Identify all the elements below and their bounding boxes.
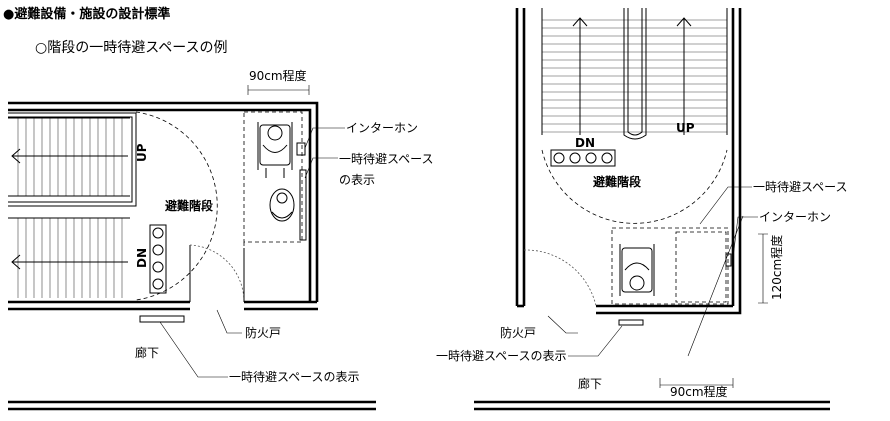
wheelchair-user-icon	[619, 244, 655, 296]
wheelchair-user-icon	[269, 188, 295, 222]
right-temp-space-label: 一時待避スペース	[753, 180, 848, 194]
left-display-label-1: 一時待避スペース	[339, 152, 434, 166]
left-stair-upper	[17, 118, 123, 196]
page-title: ●避難設備・施設の設計標準	[3, 6, 170, 22]
left-plan: UP DN	[8, 68, 434, 411]
light-indicator-icon	[149, 224, 167, 294]
left-up-label: UP	[135, 143, 149, 162]
left-space-display-sign	[299, 169, 307, 241]
left-intercom-label: インターホン	[346, 121, 418, 135]
left-sweep-arc	[135, 111, 218, 301]
right-fire-door-label: 防火戸	[500, 325, 536, 340]
left-width-label: 90cm程度	[249, 68, 307, 83]
right-width-label: 90cm程度	[670, 384, 728, 399]
subtitle: ○階段の一時待避スペースの例	[35, 40, 228, 56]
right-width-dimension	[659, 378, 734, 388]
left-fire-door-label: 防火戸	[245, 325, 281, 340]
left-space-display-label: 一時待避スペースの表示	[229, 370, 360, 384]
left-temp-space-area	[243, 111, 303, 243]
left-dn-label: DN	[135, 248, 149, 268]
right-depth-label: 120cm程度	[769, 235, 784, 300]
right-up-label: UP	[676, 121, 695, 135]
right-plan: DN UP	[436, 8, 848, 411]
right-corridor-label: 廊下	[578, 376, 602, 391]
left-wall-outer	[8, 101, 319, 302]
right-depth-dimension	[758, 233, 768, 304]
right-sweep-arc	[541, 149, 728, 224]
right-dn-label: DN	[575, 136, 595, 150]
left-floor-indicator	[139, 315, 185, 323]
right-handrail	[623, 8, 647, 140]
left-stair-lower	[17, 218, 123, 298]
right-intercom-label: インターホン	[759, 210, 831, 224]
left-intercom-unit	[296, 142, 306, 156]
right-space-display-label: 一時待避スペースの表示	[436, 349, 567, 363]
left-stair-name: 避難階段	[165, 198, 214, 213]
right-floor-indicator	[618, 319, 644, 326]
left-display-label-2: の表示	[339, 173, 375, 187]
left-handrail	[8, 112, 137, 207]
left-corridor-label: 廊下	[135, 345, 159, 360]
right-intercom-unit	[725, 253, 732, 267]
left-wall-inner	[8, 108, 312, 301]
right-stair-treads	[542, 19, 727, 133]
wheelchair-user-icon	[257, 122, 293, 178]
left-width-dimension	[247, 85, 310, 95]
light-indicator-icon	[550, 149, 616, 167]
right-stair-name: 避難階段	[593, 174, 642, 189]
